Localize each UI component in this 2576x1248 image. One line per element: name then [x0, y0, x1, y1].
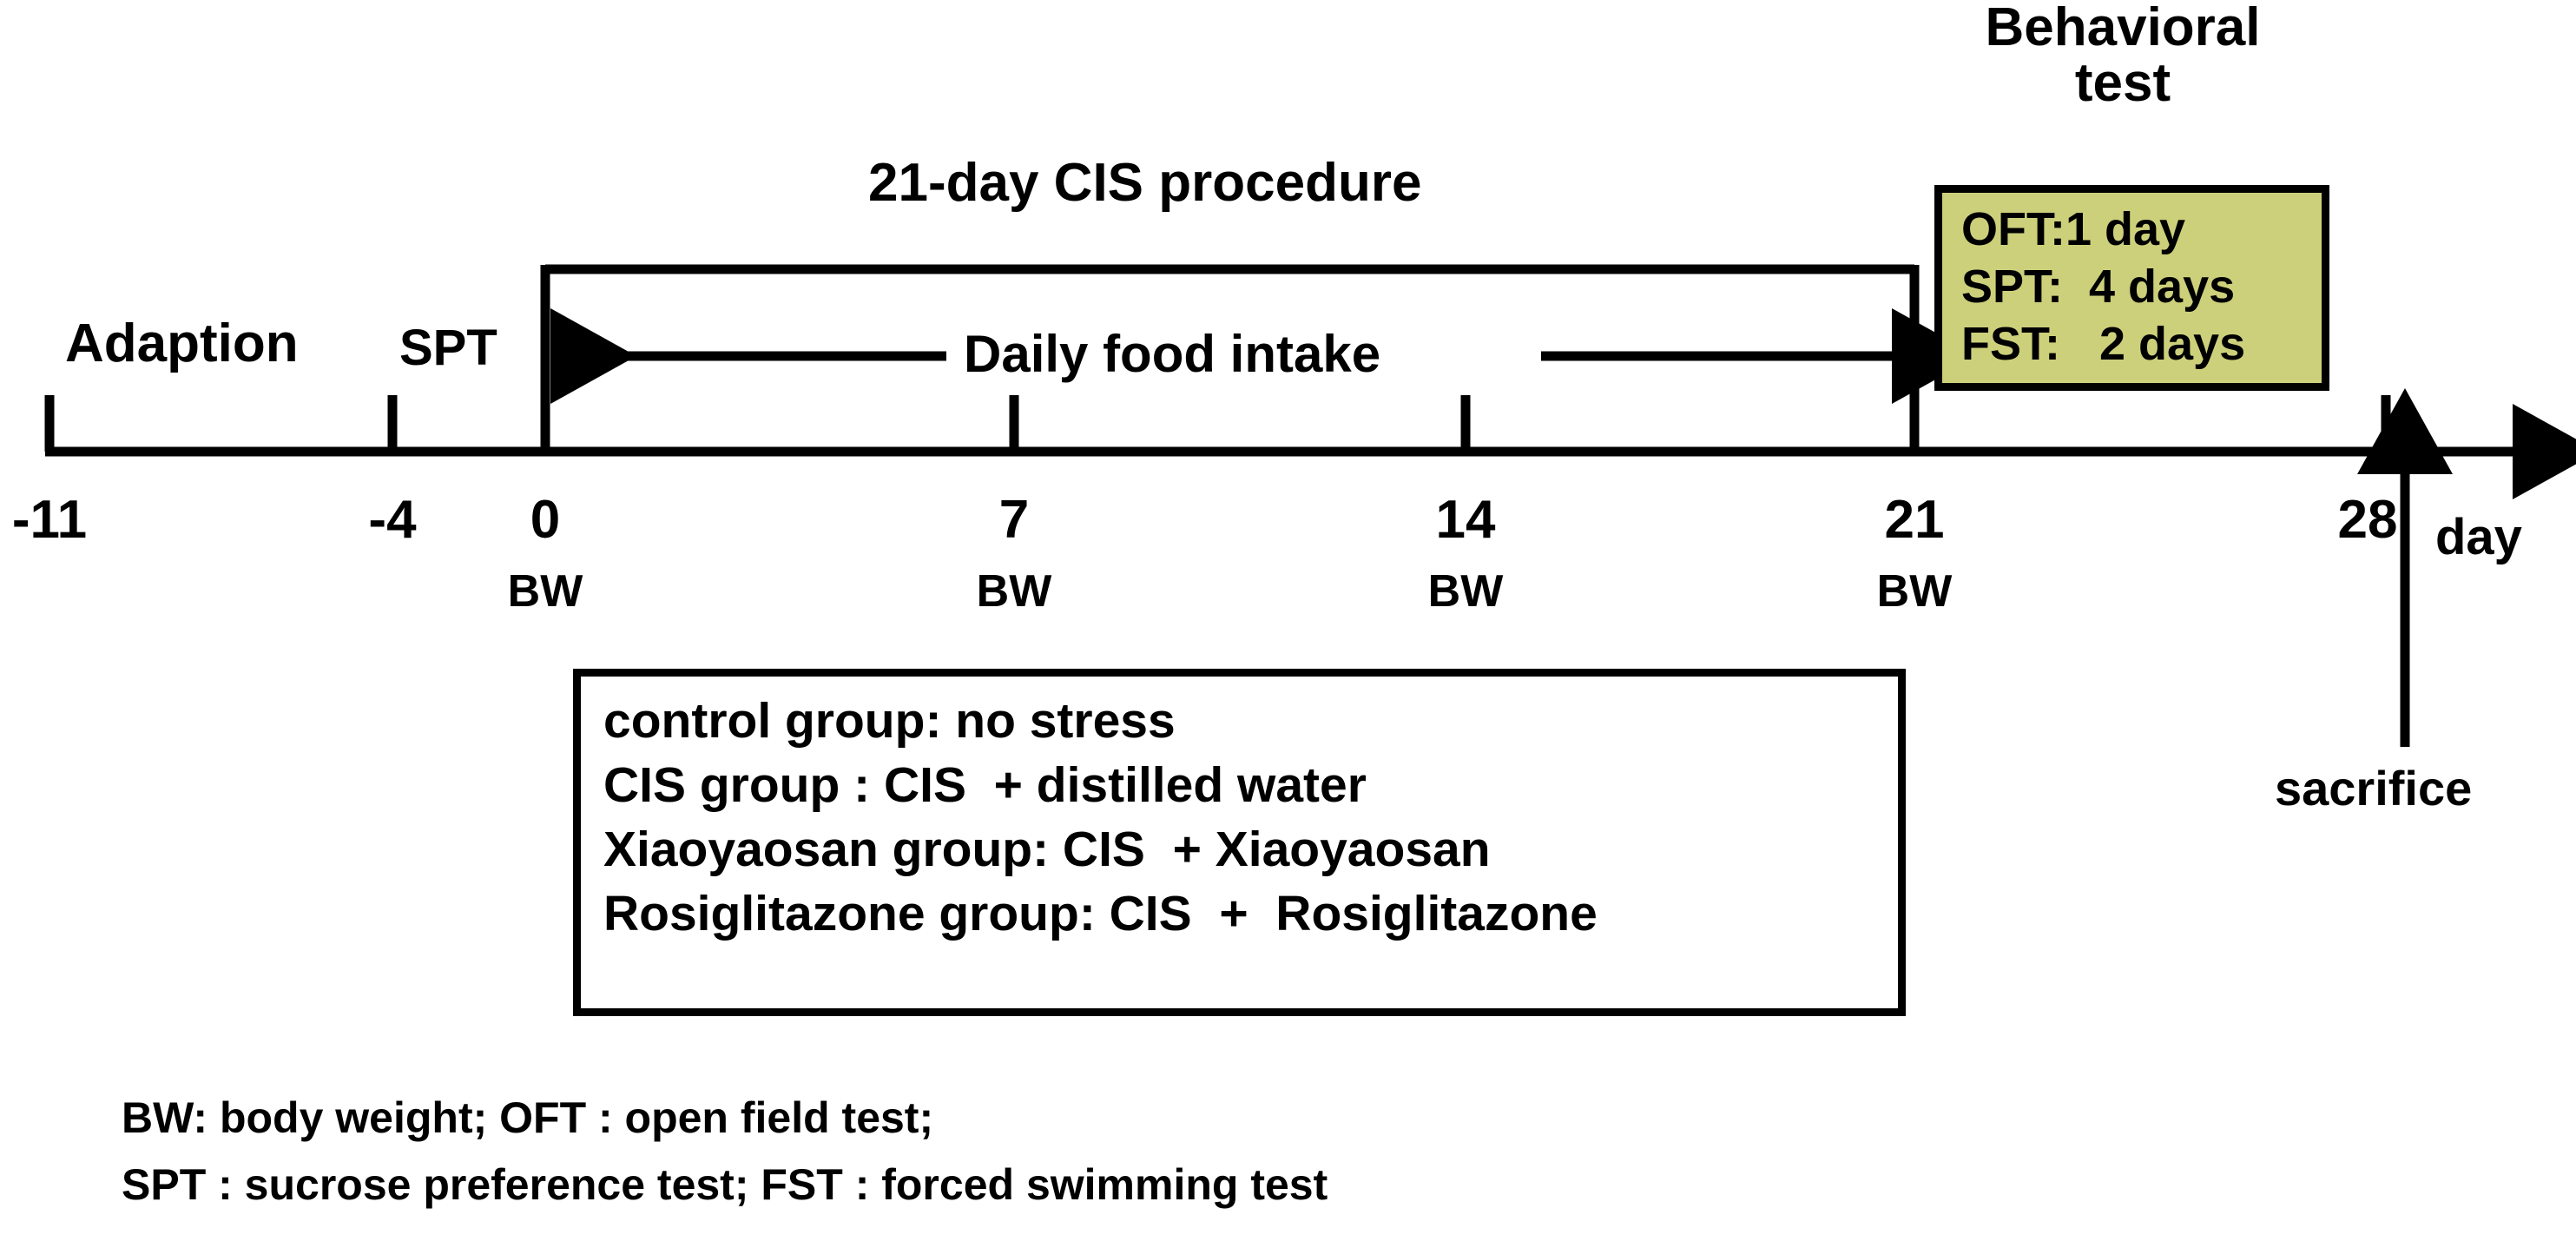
behavioral-test-heading-line1: Behavioral — [1985, 0, 2261, 57]
tick-label-day-0: 0 — [530, 490, 561, 550]
behavioral-test-box: OFT:1 day SPT: 4 days FST: 2 days — [1934, 185, 2329, 391]
axis-ticks — [44, 395, 2391, 452]
behavioral-test-heading-line2: test — [2074, 53, 2171, 114]
cis-procedure-heading: 21-day CIS procedure — [868, 153, 1422, 213]
experimental-groups-box: control group: no stress CIS group : CIS… — [573, 669, 1906, 1016]
phase-label-spt: SPT — [399, 320, 497, 376]
behavioral-test-line-fst: FST: 2 days — [1961, 317, 2246, 370]
bw-label-day-14: BW — [1427, 566, 1504, 617]
behavioral-test-line-spt: SPT: 4 days — [1961, 260, 2236, 313]
behavioral-test-line-oft: OFT:1 day — [1961, 203, 2186, 255]
phase-label-adaption: Adaption — [65, 314, 299, 373]
phase-label-daily-food-intake: Daily food intake — [964, 325, 1381, 383]
behavioral-test-heading: Behavioral test — [1953, 0, 2292, 112]
group-line-control: control group: no stress — [603, 693, 1176, 749]
bw-label-day-0: BW — [507, 566, 583, 617]
group-line-cis: CIS group : CIS + distilled water — [603, 757, 1367, 814]
tick-label-day--4: -4 — [368, 490, 417, 550]
axis-unit-label: day — [2435, 509, 2522, 565]
footnote-line-1: BW: body weight; OFT : open field test; — [122, 1093, 934, 1142]
tick-label-day-7: 7 — [998, 490, 1030, 550]
group-line-rosiglitazone: Rosiglitazone group: CIS + Rosiglitazone — [603, 886, 1598, 942]
tick-label-day-14: 14 — [1435, 490, 1496, 550]
group-line-xiaoyaosan: Xiaoyaosan group: CIS + Xiaoyaosan — [603, 822, 1491, 878]
tick-label-day--11: -11 — [11, 490, 88, 550]
tick-label-day-28: 28 — [2337, 490, 2398, 550]
bw-label-day-21: BW — [1876, 566, 1953, 617]
tick-label-day-21: 21 — [1884, 490, 1945, 550]
sacrifice-label: sacrifice — [2275, 761, 2473, 815]
footnote-line-2: SPT : sucrose preference test; FST : for… — [122, 1160, 1328, 1209]
bw-label-day-7: BW — [976, 566, 1052, 617]
